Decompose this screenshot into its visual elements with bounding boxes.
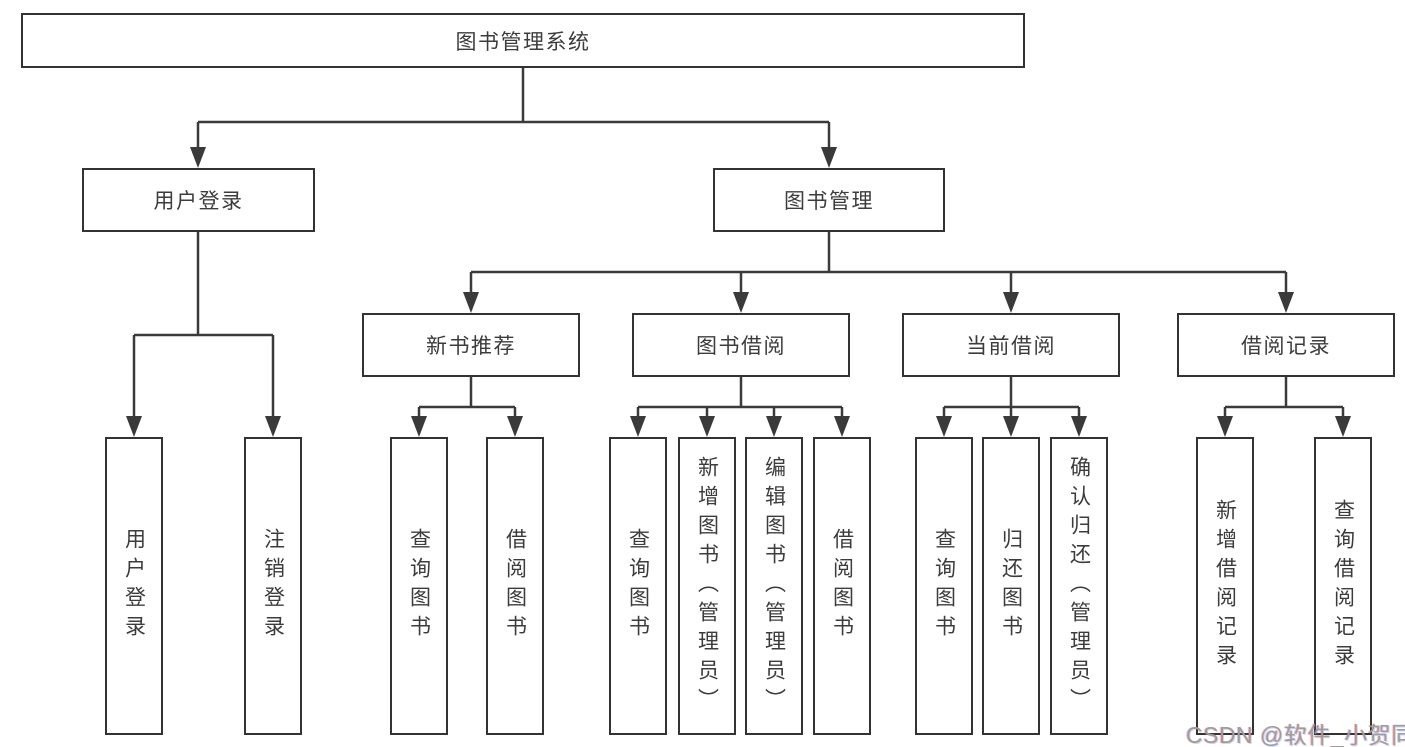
- leaf-edit-book-admin: 编辑图书（管理员）: [745, 437, 803, 735]
- connector-login-to-leaves: [132, 232, 275, 419]
- node-borrow-records: 借阅记录: [1177, 313, 1395, 377]
- arrowhead-down-icon: [766, 416, 782, 437]
- connector-records-to-leaves: [1223, 377, 1345, 419]
- leaf-query-book-1: 查询图书: [390, 437, 448, 735]
- leaf-add-book-admin: 新增图书（管理员）: [678, 437, 736, 735]
- node-root-system: 图书管理系统: [21, 13, 1025, 68]
- arrowhead-down-icon: [1335, 416, 1351, 437]
- arrowhead-down-icon: [1003, 416, 1019, 437]
- watermark: CSDN @软件_小贺同学: [1186, 722, 1405, 747]
- node-book-borrow: 图书借阅: [632, 313, 850, 377]
- connector-current-to-leaves: [942, 377, 1081, 419]
- arrowhead-down-icon: [463, 292, 479, 313]
- arrowhead-down-icon: [630, 416, 646, 437]
- arrowhead-down-icon: [821, 147, 837, 168]
- leaf-confirm-return-admin: 确认归还（管理员）: [1050, 437, 1108, 735]
- node-user-login: 用户登录: [82, 168, 315, 232]
- leaf-query-book-3: 查询图书: [915, 437, 973, 735]
- arrowhead-down-icon: [936, 416, 952, 437]
- leaf-return-book: 归还图书: [982, 437, 1040, 735]
- leaf-add-borrow-record: 新增借阅记录: [1196, 437, 1254, 735]
- arrowhead-down-icon: [1217, 416, 1233, 437]
- arrowhead-down-icon: [190, 147, 206, 168]
- arrowhead-down-icon: [265, 416, 281, 437]
- arrowhead-down-icon: [126, 416, 142, 437]
- arrowhead-down-icon: [834, 416, 850, 437]
- arrowhead-down-icon: [733, 292, 749, 313]
- connector-borrow-to-leaves: [636, 377, 844, 419]
- node-current-borrow: 当前借阅: [902, 313, 1120, 377]
- leaf-borrow-book-1: 借阅图书: [486, 437, 544, 735]
- leaf-logout: 注销登录: [244, 437, 302, 735]
- arrowhead-down-icon: [1071, 416, 1087, 437]
- arrowhead-down-icon: [507, 416, 523, 437]
- leaf-user-login: 用户登录: [105, 437, 163, 735]
- node-book-management: 图书管理: [713, 168, 945, 232]
- connector-recommend-to-leaves: [417, 377, 517, 419]
- leaf-query-borrow-record: 查询借阅记录: [1314, 437, 1372, 735]
- arrowhead-down-icon: [1003, 292, 1019, 313]
- leaf-borrow-book-2: 借阅图书: [813, 437, 871, 735]
- connector-mgmt-to-level3: [469, 232, 1288, 295]
- arrowhead-down-icon: [699, 416, 715, 437]
- node-new-book-recommend: 新书推荐: [362, 313, 580, 377]
- leaf-query-book-2: 查询图书: [609, 437, 667, 735]
- arrowhead-down-icon: [1278, 292, 1294, 313]
- arrowhead-down-icon: [411, 416, 427, 437]
- connector-root-to-level2: [196, 68, 831, 150]
